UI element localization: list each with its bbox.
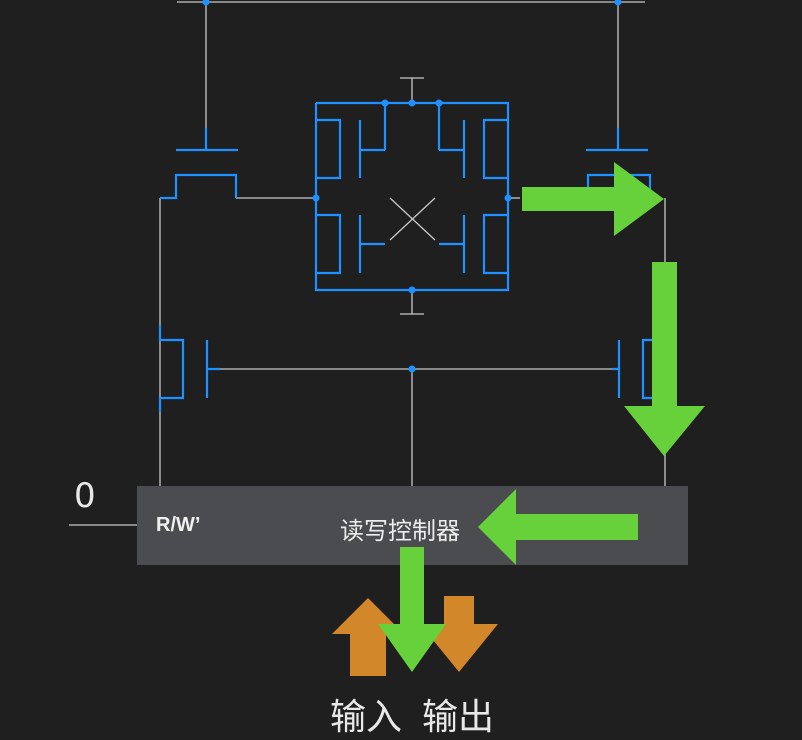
output-down-arrow (420, 596, 498, 672)
flow-down-arrow (624, 262, 705, 456)
input-value-zero: 0 (74, 476, 96, 516)
wires (69, 1, 666, 526)
controller-title: 读写控制器 (340, 517, 460, 545)
output-label: 输出 (422, 697, 495, 738)
flow-right-arrow (522, 162, 664, 236)
input-up-arrow (332, 598, 404, 676)
junction-dots (202, 0, 622, 373)
rw-pin-label: R/W’ (156, 514, 201, 536)
input-label: 输入 (330, 697, 403, 738)
